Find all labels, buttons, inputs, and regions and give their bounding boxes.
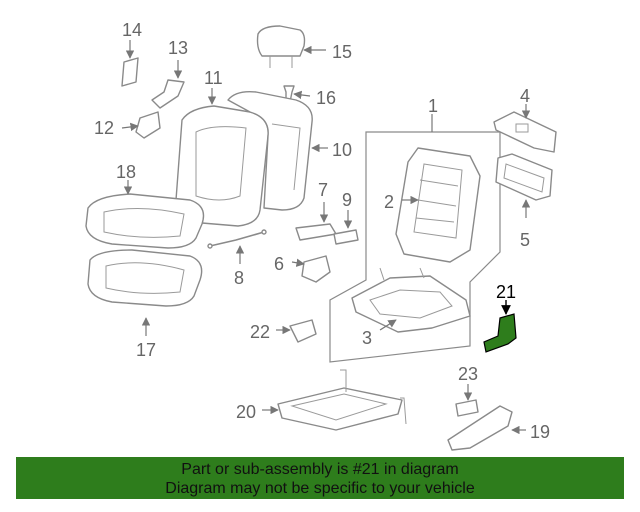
part-6-cover[interactable] [301, 255, 331, 283]
callout-10: 10 [332, 140, 352, 160]
part-7-lever[interactable] [295, 223, 337, 241]
callout-12: 12 [94, 118, 114, 138]
callout-11: 11 [204, 68, 223, 88]
callout-22: 22 [250, 322, 270, 342]
callout-8: 8 [234, 268, 244, 288]
callout-16: 16 [316, 88, 336, 108]
part-15-headrest[interactable] [256, 25, 306, 68]
callout-20: 20 [236, 402, 256, 422]
part-8-cable[interactable] [207, 229, 267, 249]
callout-5: 5 [520, 230, 530, 250]
banner-line-1: Part or sub-assembly is #21 in diagram [181, 461, 459, 478]
part-2-seatback-frame[interactable] [395, 147, 481, 263]
callout-15: 15 [332, 42, 352, 62]
callout-23: 23 [458, 364, 478, 384]
callout-3: 3 [362, 328, 372, 348]
part-20-seat-track[interactable] [277, 369, 407, 431]
callout-1: 1 [428, 96, 438, 116]
part-22-bracket[interactable] [289, 319, 317, 343]
callout-18: 18 [116, 162, 136, 182]
part-18-cushion-cover[interactable] [85, 193, 205, 249]
part-12-cover[interactable] [135, 111, 161, 139]
part-5-tray[interactable] [495, 153, 553, 201]
part-3-seat-frame[interactable] [351, 267, 471, 333]
callout-2: 2 [384, 192, 394, 212]
part-10-seatback-rear[interactable] [227, 90, 313, 211]
callout-19: 19 [530, 422, 550, 442]
callout-7: 7 [318, 180, 328, 200]
parts-diagram: 14 13 12 15 16 11 10 18 [85, 20, 557, 451]
part-19-side-cover[interactable] [447, 405, 513, 451]
part-13-hinge-cover[interactable] [151, 79, 185, 109]
part-4-panel[interactable] [493, 111, 557, 153]
part-17-cushion-pad[interactable] [87, 249, 203, 307]
callout-9: 9 [342, 190, 352, 210]
callout-14: 14 [122, 20, 142, 40]
banner-line-2: Diagram may not be specific to your vehi… [165, 480, 475, 497]
part-14-bracket[interactable] [121, 57, 139, 87]
part-9-handle[interactable] [333, 229, 359, 245]
info-banner: Part or sub-assembly is #21 in diagram D… [16, 457, 624, 499]
callout-17: 17 [136, 340, 156, 360]
callout-21: 21 [496, 282, 516, 302]
callout-13: 13 [168, 38, 188, 58]
part-23-clip[interactable] [455, 399, 479, 417]
callout-6: 6 [274, 254, 284, 274]
part-21-highlighted-cover[interactable] [483, 313, 517, 353]
callout-4: 4 [520, 86, 530, 106]
